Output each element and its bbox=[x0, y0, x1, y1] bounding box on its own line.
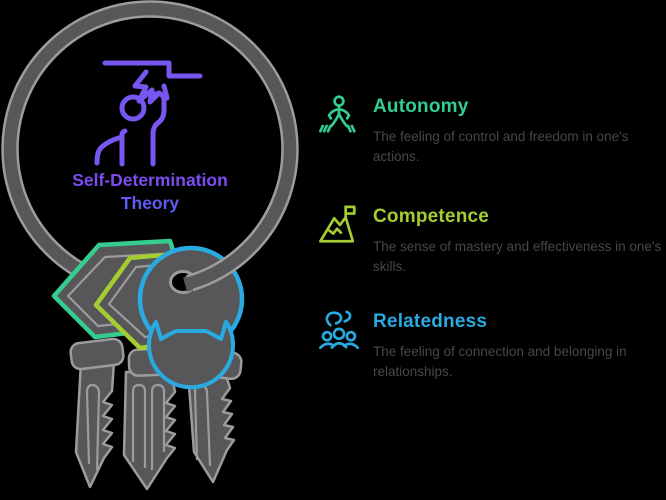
people-group-icon bbox=[319, 310, 359, 349]
item-description: The feeling of control and freedom in on… bbox=[373, 129, 629, 164]
list-item-competence: Competence The sense of mastery and effe… bbox=[318, 203, 666, 276]
key-ring-front-strand bbox=[183, 189, 292, 292]
item-heading: Relatedness bbox=[373, 311, 488, 332]
item-description: The sense of mastery and effectiveness i… bbox=[373, 239, 662, 274]
item-text: Competence The sense of mastery and effe… bbox=[373, 203, 666, 276]
walking-person-icon bbox=[319, 95, 356, 133]
mountain-flag-icon bbox=[319, 205, 356, 243]
keyring-illustration bbox=[1, 0, 299, 491]
list-item-autonomy: Autonomy The feeling of control and free… bbox=[318, 93, 666, 166]
keyring-title: Self-Determination Theory bbox=[40, 169, 260, 215]
item-text: Relatedness The feeling of connection an… bbox=[373, 308, 666, 381]
item-description: The feeling of connection and belonging … bbox=[373, 344, 627, 379]
item-text: Autonomy The feeling of control and free… bbox=[373, 93, 666, 166]
item-heading: Autonomy bbox=[373, 96, 469, 117]
item-heading: Competence bbox=[373, 206, 490, 227]
person-raising-hand-speech-icon bbox=[94, 60, 203, 167]
list-item-relatedness: Relatedness The feeling of connection an… bbox=[318, 308, 666, 381]
